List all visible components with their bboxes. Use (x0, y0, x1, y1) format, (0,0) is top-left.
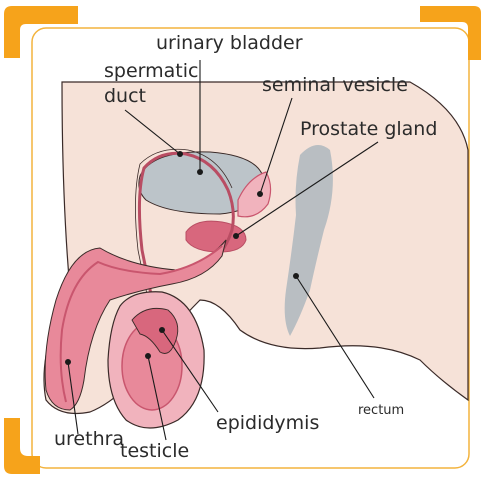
label-urinary-bladder: urinary bladder (156, 34, 303, 54)
dot-urethra (65, 359, 71, 365)
label-prostate-gland: Prostate gland (300, 120, 437, 140)
label-rectum: rectum (358, 404, 404, 418)
dot-urinary-bladder (197, 169, 203, 175)
label-spermatic-duct-line2: duct (104, 87, 146, 107)
dot-spermatic-duct (177, 151, 183, 157)
label-urethra: urethra (54, 430, 124, 450)
label-epididymis: epididymis (216, 414, 319, 434)
dot-testicle (145, 353, 151, 359)
dot-epididymis (159, 327, 165, 333)
label-spermatic-duct-line1: spermatic (104, 62, 198, 82)
dot-seminal-vesicle (257, 191, 263, 197)
label-seminal-vesicle: seminal vesicle (262, 76, 408, 96)
dot-prostate (233, 233, 239, 239)
dot-rectum (293, 273, 299, 279)
label-testicle: testicle (120, 442, 189, 462)
